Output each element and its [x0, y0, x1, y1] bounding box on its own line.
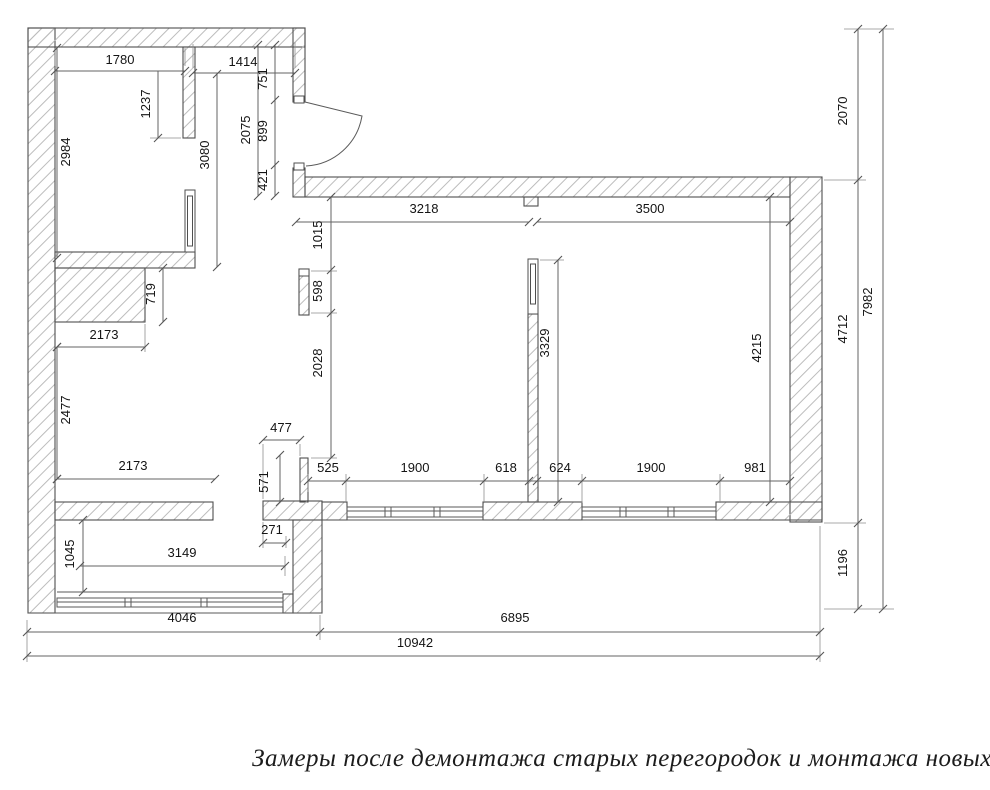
dim-label-1900a: 1900	[401, 460, 430, 475]
stub-cap	[298, 268, 310, 277]
dim-571: 571	[256, 450, 285, 507]
dim-3218: 3218	[291, 201, 534, 227]
dim-7982: 7982	[860, 24, 888, 614]
dim-1414: 1414	[188, 54, 300, 78]
dim-477: 477	[258, 420, 305, 445]
dim-label-1196: 1196	[835, 549, 850, 577]
drawing-caption: Замеры после демонтажа старых перегородо…	[252, 745, 990, 772]
dim-label-624: 624	[549, 460, 571, 475]
dim-2173-lower: 2173	[52, 458, 220, 484]
dim-label-7982: 7982	[860, 288, 875, 317]
dim-label-899: 899	[255, 120, 270, 142]
wall-left-outer	[27, 27, 56, 614]
wall-stub-571	[299, 457, 309, 503]
dim-label-2075: 2075	[238, 116, 253, 145]
wall-hall-bottom-left	[54, 501, 214, 521]
dim-2477: 2477	[52, 342, 73, 484]
dim-label-525: 525	[317, 460, 339, 475]
dim-label-3149: 3149	[168, 545, 197, 560]
dim-label-1237: 1237	[138, 90, 153, 119]
wall-room1-bottom	[54, 251, 196, 269]
dim-label-571: 571	[256, 471, 271, 493]
dim-label-2477: 2477	[58, 396, 73, 425]
dim-3329: 3329	[537, 255, 563, 507]
dim-271: 271	[258, 522, 291, 548]
wall-bottom-seg1	[321, 501, 348, 521]
extension-lines	[26, 28, 894, 662]
wall-top	[27, 27, 306, 48]
wall-hall-top	[304, 176, 791, 198]
wall-balcony-right-base	[282, 593, 294, 614]
dim-label-2173-lower: 2173	[119, 458, 148, 473]
dim-label-271: 271	[261, 522, 283, 537]
wall-bottom-seg3	[715, 501, 823, 521]
wall-right-outer	[789, 176, 823, 523]
dim-10942: 10942	[22, 635, 825, 661]
dim-chain-entrance: 751 899 421	[255, 40, 280, 201]
dim-label-4046: 4046	[168, 610, 197, 625]
dim-label-6895: 6895	[501, 610, 530, 625]
dim-chain-bottom: 4046 6895	[22, 610, 825, 637]
dim-3500: 3500	[532, 201, 795, 227]
balcony-window	[28, 591, 322, 614]
wall-balcony-pier	[262, 500, 323, 521]
room2-window	[346, 506, 484, 518]
dim-label-1045: 1045	[62, 540, 77, 569]
dim-chain-hall-vertical: 1015 598 2028	[310, 192, 336, 463]
dim-2984: 2984	[52, 43, 73, 263]
wall-block-left	[54, 267, 146, 323]
dim-label-3080: 3080	[197, 141, 212, 170]
dim-3080: 3080	[197, 69, 222, 272]
dim-label-3500: 3500	[636, 201, 665, 216]
entrance-door-jamb-top	[293, 95, 305, 104]
wall-bottom-seg2	[482, 501, 583, 521]
dim-label-618: 618	[495, 460, 517, 475]
balcony-window-mullions	[124, 598, 208, 607]
dim-label-10942: 10942	[397, 635, 433, 650]
entrance-door-arc	[304, 101, 363, 167]
dim-label-719: 719	[143, 283, 158, 305]
dim-1237: 1237	[138, 71, 163, 143]
dim-3149: 3149	[75, 545, 290, 571]
dim-label-1015: 1015	[310, 221, 325, 250]
dim-label-598: 598	[310, 280, 325, 302]
dim-label-3218: 3218	[410, 201, 439, 216]
walls	[27, 27, 823, 614]
dim-2173-upper: 2173	[52, 327, 150, 352]
dim-chain-rooms-bottom: 525 1900 618 624 1900 981	[303, 460, 795, 486]
dim-label-2028: 2028	[310, 349, 325, 378]
room3-window	[581, 506, 717, 518]
dim-label-2173-upper: 2173	[90, 327, 119, 342]
doors	[184, 95, 539, 315]
dim-label-3329: 3329	[537, 329, 552, 358]
room2-window-mullions	[384, 507, 441, 517]
dim-label-4215: 4215	[749, 334, 764, 363]
dim-label-477: 477	[270, 420, 292, 435]
windows	[28, 506, 822, 614]
dim-4215: 4215	[749, 192, 775, 507]
dim-label-1414: 1414	[229, 54, 258, 69]
wall-entrance-lower	[292, 167, 306, 198]
wall-partition-notch	[523, 196, 539, 207]
dim-chain-right: 2070 4712 1196	[835, 24, 863, 614]
dim-1045: 1045	[62, 515, 88, 597]
dim-label-1780: 1780	[106, 52, 135, 67]
dim-label-751: 751	[255, 68, 270, 90]
dim-label-1900b: 1900	[637, 460, 666, 475]
dim-1780: 1780	[50, 52, 190, 76]
dim-label-2984: 2984	[58, 138, 73, 167]
dim-label-4712: 4712	[835, 315, 850, 344]
dim-719: 719	[143, 263, 168, 327]
dim-2075: 2075	[238, 40, 263, 201]
dim-label-981: 981	[744, 460, 766, 475]
entrance-door-jamb-bottom	[293, 162, 305, 171]
room1-door-leaf-inner	[187, 195, 193, 247]
rooms-door-leaf-inner	[530, 263, 536, 305]
room3-window-mullions	[619, 507, 675, 517]
wall-balcony-right	[292, 519, 323, 614]
dim-label-2070: 2070	[835, 97, 850, 126]
dim-label-421: 421	[255, 169, 270, 191]
